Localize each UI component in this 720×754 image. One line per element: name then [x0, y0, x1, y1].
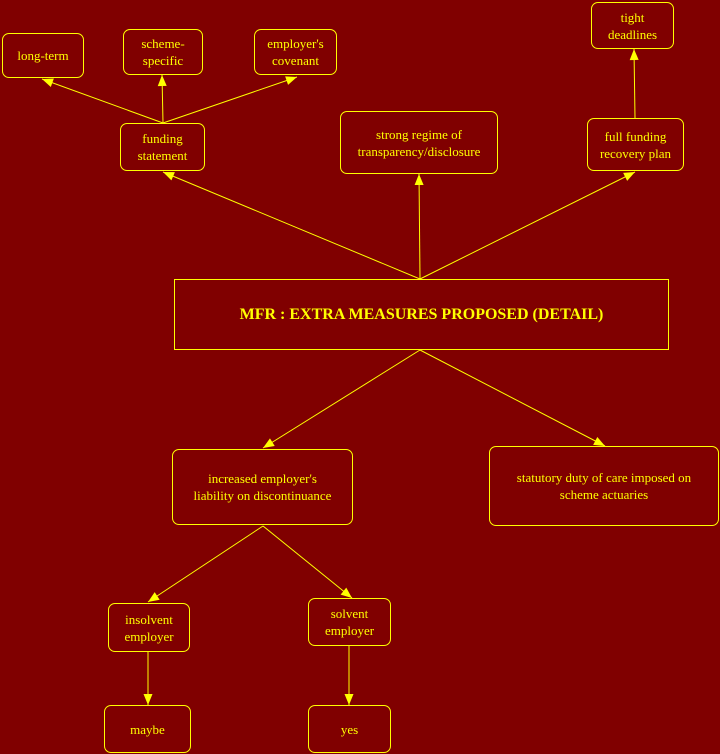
arrowhead-center-to-increased-liability [263, 438, 275, 448]
arrowhead-funding-to-employers-covenant [285, 76, 297, 85]
employers-covenant-node[interactable]: employer's covenant [254, 29, 337, 75]
scheme-specific-node[interactable]: scheme- specific [123, 29, 203, 75]
arrowhead-solvent-to-yes [344, 694, 354, 705]
arrowhead-full-funding-to-tight-deadlines [629, 49, 639, 61]
arrowhead-center-to-funding-statement [163, 172, 175, 181]
arrowhead-funding-to-scheme-specific [157, 75, 167, 87]
increased-liability-node[interactable]: increased employer's liability on discon… [172, 449, 353, 525]
arrowhead-liability-to-insolvent [148, 592, 160, 602]
edge-liability-to-solvent [262, 525, 353, 599]
funding-statement-node[interactable]: funding statement [120, 123, 205, 171]
yes-node[interactable]: yes [308, 705, 391, 753]
edge-center-to-strong-regime [418, 173, 421, 280]
statutory-duty-node[interactable]: statutory duty of care imposed on scheme… [489, 446, 719, 526]
full-funding-recovery-node[interactable]: full funding recovery plan [587, 118, 684, 171]
tight-deadlines-node[interactable]: tight deadlines [591, 2, 674, 49]
arrowhead-center-to-strong-regime [414, 174, 424, 186]
central-topic-node[interactable]: MFR : EXTRA MEASURES PROPOSED (DETAIL) [174, 279, 669, 350]
arrowhead-center-to-statutory-duty [593, 436, 605, 446]
edge-funding-to-employers-covenant [162, 76, 298, 124]
edge-center-to-statutory-duty [419, 349, 606, 447]
edge-full-funding-to-tight-deadlines [633, 48, 636, 119]
edge-center-to-full-funding [419, 171, 636, 280]
arrowhead-center-to-full-funding [623, 172, 635, 181]
strong-regime-node[interactable]: strong regime of transparency/disclosure [340, 111, 498, 174]
arrowhead-funding-to-long-term [42, 78, 54, 87]
solvent-employer-node[interactable]: solvent employer [308, 598, 391, 646]
insolvent-employer-node[interactable]: insolvent employer [108, 603, 190, 652]
edge-funding-to-long-term [41, 78, 164, 124]
edge-liability-to-insolvent [147, 525, 264, 603]
arrowhead-insolvent-to-maybe [143, 694, 153, 705]
long-term-node[interactable]: long-term [2, 33, 84, 78]
maybe-node[interactable]: maybe [104, 705, 191, 753]
edge-center-to-increased-liability [262, 349, 421, 449]
edge-center-to-funding-statement [162, 171, 421, 280]
arrowhead-liability-to-solvent [340, 587, 352, 598]
